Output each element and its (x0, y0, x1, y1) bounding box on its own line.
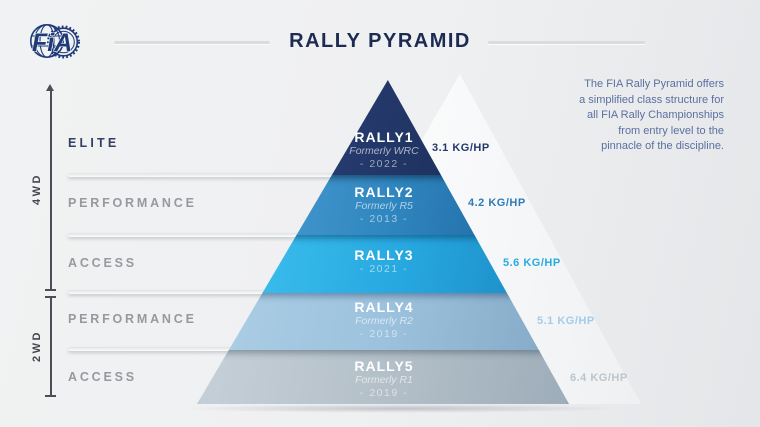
tier-text-rally4: RALLY4 Formerly R2 - 2019 - (284, 300, 484, 341)
tier-year: - 2019 - (359, 328, 409, 340)
tier-text-rally2: RALLY2 Formerly R5 - 2013 - (284, 185, 484, 226)
tier-text-rally5: RALLY5 Formerly R1 - 2019 - (284, 359, 484, 400)
row-label-performance-4wd: PERFORMANCE (68, 196, 197, 210)
description-line: pinnacle of the discipline. (601, 140, 724, 152)
description-line: all FIA Rally Championships (587, 109, 724, 121)
tier-text-rally1: RALLY1 Formerly WRC - 2022 - (284, 130, 484, 171)
tier-text-rally3: RALLY3 - 2021 - (284, 248, 484, 276)
bracket-2wd-cap-bottom (45, 395, 56, 397)
tier-formerly: Formerly R5 (355, 200, 413, 212)
tier-rally4 (197, 293, 569, 350)
row-label-access-4wd: ACCESS (68, 256, 137, 270)
tier-year: - 2013 - (359, 213, 409, 225)
row-label-performance-2wd: PERFORMANCE (68, 312, 197, 326)
tier-name: RALLY2 (354, 184, 414, 200)
tier-name: RALLY4 (354, 299, 414, 315)
fia-logo-text: FiA (32, 29, 72, 57)
row-divider (68, 233, 303, 237)
pyramid-base-shadow (180, 404, 620, 413)
bracket-4wd-cap (45, 289, 56, 291)
fia-logo: FiA (29, 23, 80, 59)
tier-year: - 2022 - (359, 158, 409, 170)
tier-formerly: Formerly R1 (355, 374, 413, 386)
power-ratio-rally3: 5.6 KG/HP (503, 257, 561, 269)
description-line: The FIA Rally Pyramid offers (584, 78, 724, 90)
tier-year: - 2019 - (359, 387, 409, 399)
drivetrain-label-2wd: 2WD (31, 330, 43, 362)
tier-formerly: Formerly R2 (355, 315, 413, 327)
tier-name: RALLY1 (354, 129, 414, 145)
power-ratio-rally5: 6.4 KG/HP (570, 372, 628, 384)
tier-name: RALLY5 (354, 358, 414, 374)
tier-formerly: Formerly WRC (349, 145, 419, 157)
bracket-4wd-line (50, 90, 52, 290)
row-divider (68, 173, 338, 177)
tier-name: RALLY3 (354, 247, 414, 263)
bracket-4wd-arrow (46, 84, 54, 91)
row-label-access-2wd: ACCESS (68, 370, 137, 384)
row-divider (68, 347, 238, 351)
power-ratio-rally2: 4.2 KG/HP (468, 197, 526, 209)
row-label-elite: ELITE (68, 136, 120, 150)
title-divider-left (114, 41, 270, 44)
row-divider (68, 290, 273, 294)
power-ratio-rally4: 5.1 KG/HP (537, 315, 595, 327)
power-ratio-rally1: 3.1 KG/HP (432, 142, 490, 154)
tier-year: - 2021 - (359, 263, 409, 275)
tier-rally5 (197, 350, 569, 404)
bracket-2wd-line (50, 296, 52, 396)
drivetrain-label-4wd: 4WD (31, 173, 43, 205)
page-title: RALLY PYRAMID (289, 30, 471, 52)
title-divider-right (488, 41, 645, 44)
description-line: a simplified class structure for (579, 93, 724, 106)
description-text: The FIA Rally Pyramid offers a simplifie… (514, 77, 724, 155)
description-line: from entry level to the (618, 124, 724, 137)
